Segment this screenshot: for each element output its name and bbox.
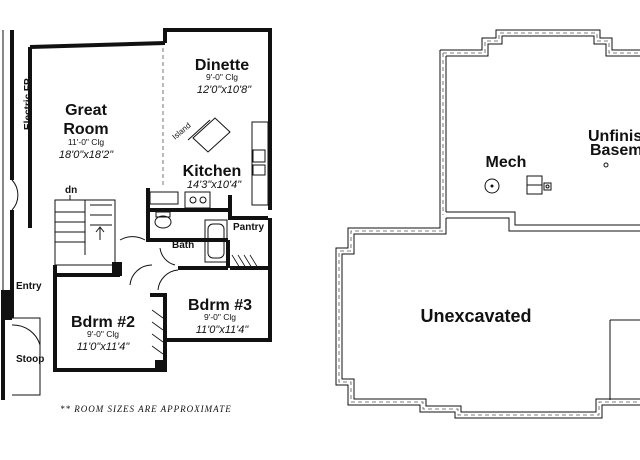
stairs (54, 195, 116, 266)
bedroom2-size: 11'0"x11'4" (77, 341, 131, 353)
bedroom2-title: Bdrm #2 (71, 314, 135, 331)
main-floor-plan: Electric FP Great Room 11'-0" Clg 18'0"x… (1, 28, 272, 414)
bedroom3-ceiling: 9'-0" Clg (204, 312, 236, 322)
approximate-note: ** ROOM SIZES ARE APPROXIMATE (60, 404, 232, 414)
dinette-ceiling: 9'-0" Clg (206, 72, 238, 82)
mech-label: Mech (486, 154, 527, 171)
basement-plan: Mech Unfinis Basem Unexcavated (335, 29, 640, 419)
great-room-ceiling: 11'-0" Clg (68, 137, 104, 147)
kitchen-title: Kitchen (183, 163, 242, 180)
electric-fp-label: Electric FP (23, 78, 34, 130)
unexcavated-label: Unexcavated (420, 306, 531, 326)
stoop-label: Stoop (16, 354, 44, 365)
bedroom3-size: 11'0"x11'4" (196, 324, 250, 336)
great-room-title-1: Great (65, 102, 107, 119)
great-room-size: 18'0"x18'2" (59, 149, 114, 161)
entry-label: Entry (16, 281, 42, 292)
pantry-label: Pantry (233, 222, 265, 233)
kitchen-size: 14'3"x10'4" (187, 179, 242, 191)
bath-label: Bath (172, 240, 194, 251)
dinette-size: 12'0"x10'8" (197, 84, 252, 96)
stairs-dn-label: dn (65, 185, 77, 196)
bath-fixtures (154, 211, 228, 263)
bedroom2-ceiling: 9'-0" Clg (87, 329, 119, 339)
unfinished-basement-label-1: Unfinis (588, 128, 640, 145)
bedroom3-title: Bdrm #3 (188, 297, 252, 314)
dinette-title: Dinette (195, 57, 249, 74)
unfinished-basement-label-2: Basem (590, 142, 640, 159)
great-room-title-2: Room (63, 121, 108, 138)
mech-equipment (484, 162, 609, 195)
